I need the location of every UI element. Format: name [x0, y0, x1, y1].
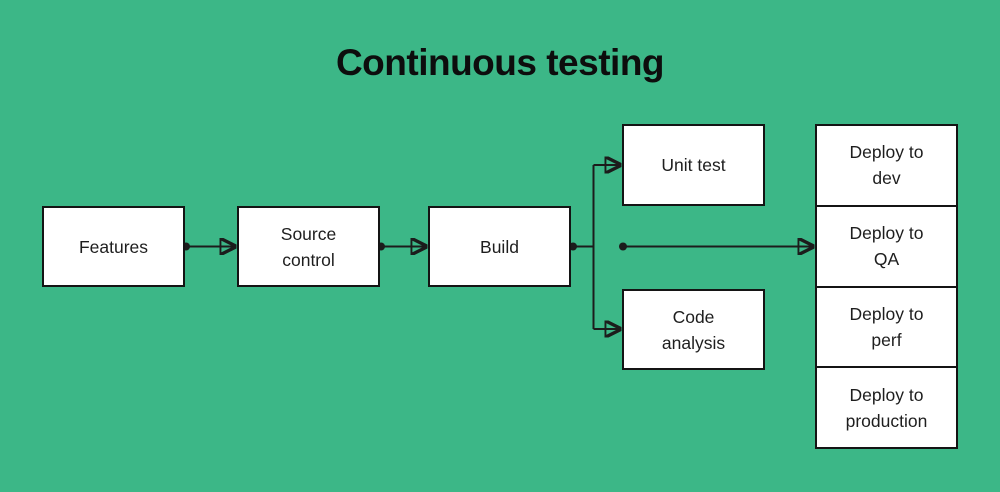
node-deploy-production: Deploy to production [817, 366, 956, 447]
node-label: Features [78, 236, 149, 257]
page-title: Continuous testing [335, 42, 665, 83]
node-source-control: Source control [237, 206, 380, 287]
node-deploy-perf: Deploy to perf [817, 285, 956, 367]
node-features: Features [42, 206, 185, 287]
node-label: Deploy to QA [849, 223, 924, 270]
node-code-analysis: Code analysis [622, 289, 765, 370]
node-label: Build [480, 236, 519, 257]
node-label: Deploy to perf [849, 303, 924, 350]
node-label: Deploy to dev [849, 142, 924, 189]
node-label: Code analysis [661, 306, 726, 353]
deploy-stack: Deploy to dev Deploy to QA Deploy to per… [815, 124, 958, 449]
node-deploy-dev: Deploy to dev [817, 126, 956, 205]
node-label: Deploy to production [845, 384, 928, 431]
node-unit-test: Unit test [622, 124, 765, 206]
node-label: Unit test [661, 155, 726, 175]
node-label: Source control [280, 223, 337, 270]
node-build: Build [428, 206, 571, 287]
node-deploy-qa: Deploy to QA [817, 204, 956, 286]
